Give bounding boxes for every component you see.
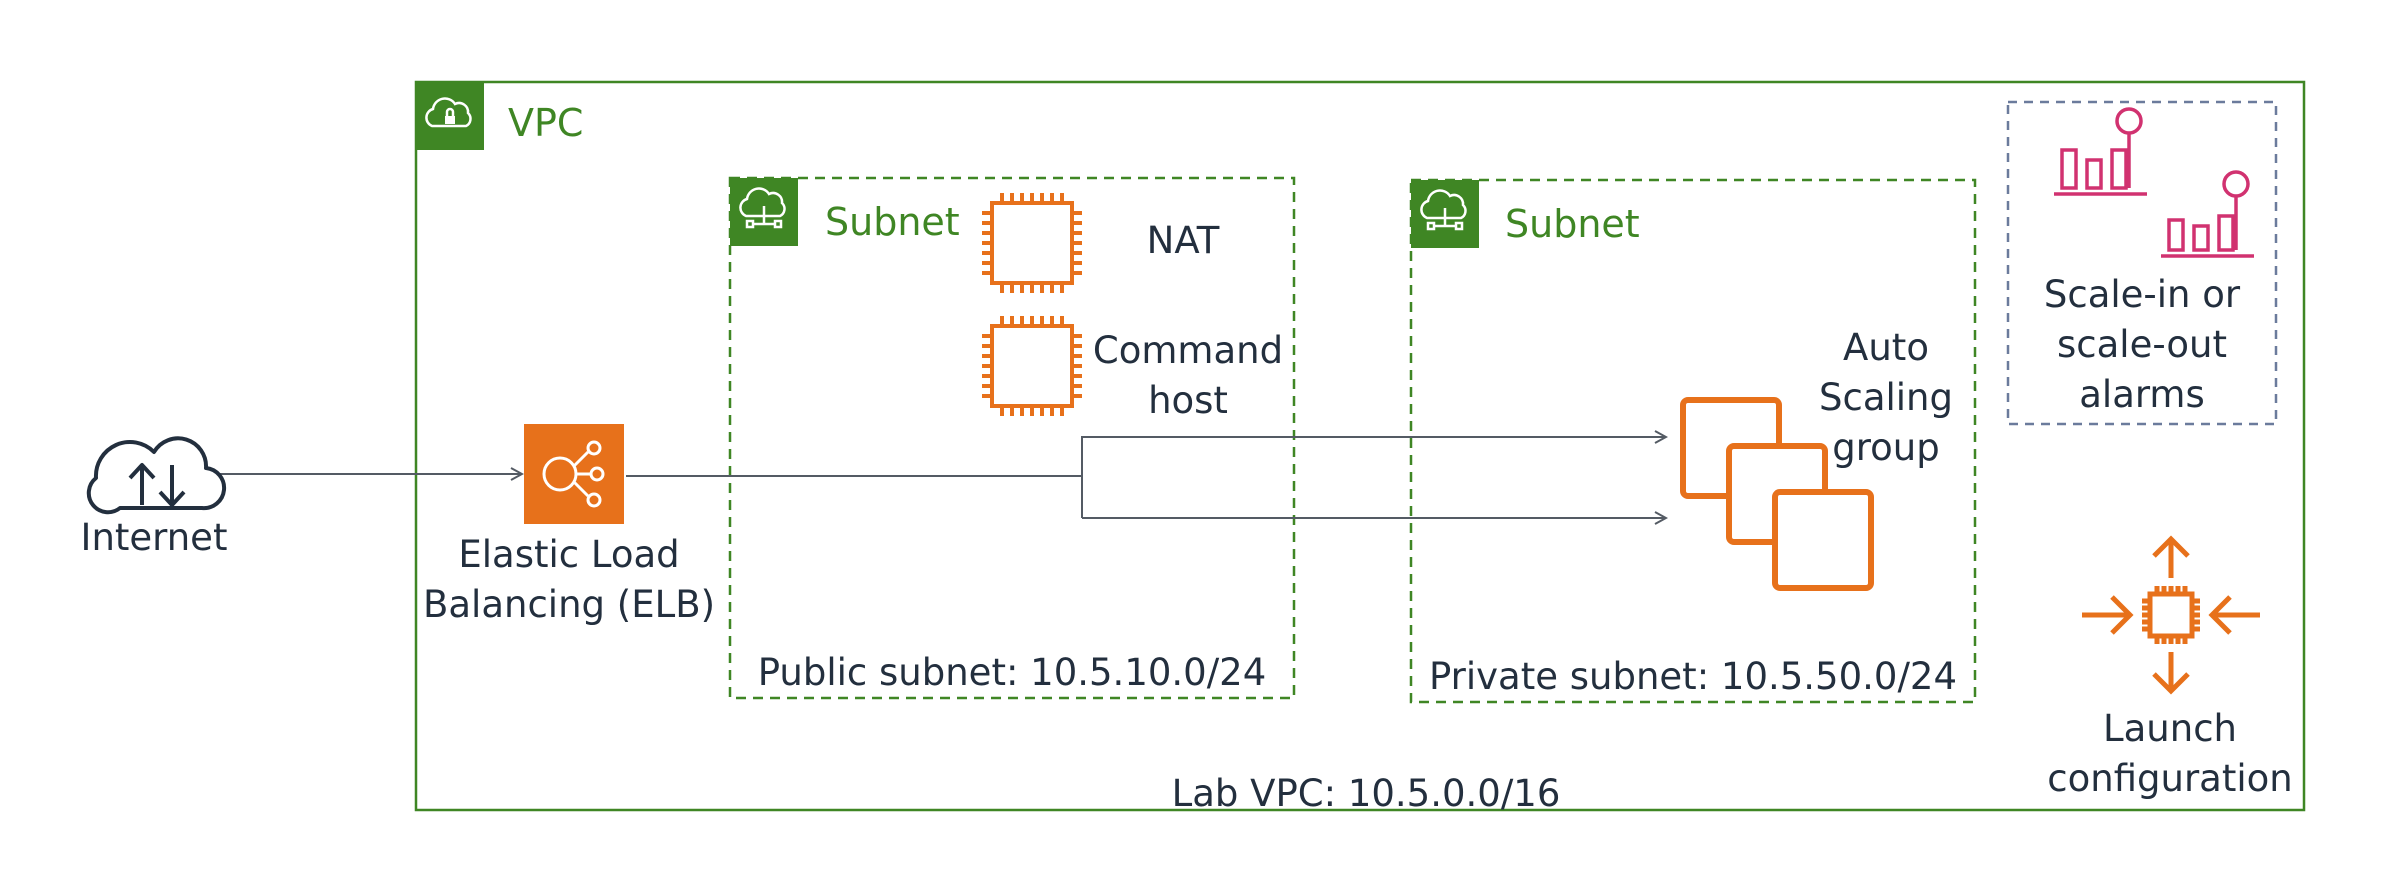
elb-glyph <box>542 440 605 508</box>
auto-scaling-group-icon <box>1680 397 1874 591</box>
vpc-footer-label: Lab VPC: 10.5.0.0/16 <box>1172 772 1561 815</box>
auto-scaling-label-line1: Auto <box>1843 326 1929 369</box>
nat-node: NAT <box>982 193 1220 293</box>
elastic-load-balancing-icon <box>524 424 624 524</box>
launch-config-node: Launch configuration <box>2047 535 2293 800</box>
launch-config-label-line1: Launch <box>2103 707 2237 750</box>
alarms-label-line1: Scale-in or <box>2044 273 2241 316</box>
public-subnet-group: Subnet Public subnet: 10.5.10.0/24 <box>728 176 1296 700</box>
launch-config-label-line2: configuration <box>2047 757 2292 800</box>
private-subnet-border <box>1409 178 1977 704</box>
alarms-label-line2: scale-out <box>2057 323 2227 366</box>
private-subnet-header-label: Subnet <box>1505 202 1640 246</box>
internet-node: Internet <box>81 436 228 559</box>
ec2-instance-chip-icon <box>982 316 1082 416</box>
command-host-label-line2: host <box>1148 379 1228 422</box>
vpc-group: VPC Lab VPC: 10.5.0.0/16 <box>414 80 2306 815</box>
nat-label: NAT <box>1147 219 1220 262</box>
vpc-cloud-lock-icon <box>425 97 472 128</box>
cloud-upload-download-icon <box>86 436 227 515</box>
subnet-icon <box>1420 189 1467 231</box>
vpc-border <box>414 80 2306 812</box>
alarms-node: Scale-in or scale-out alarms <box>2006 100 2278 426</box>
vpc-header-label: VPC <box>508 101 583 145</box>
elb-node: Elastic Load Balancing (ELB) <box>423 424 715 626</box>
ec2-instance-chip-icon <box>982 193 1082 293</box>
launch-configuration-icon <box>2082 535 2260 695</box>
auto-scaling-label-line3: group <box>1832 426 1939 469</box>
alarms-border <box>2006 100 2278 426</box>
auto-scaling-node: Auto Scaling group <box>1680 326 1953 591</box>
command-host-label-line1: Command <box>1093 329 1283 372</box>
elb-label-line1: Elastic Load <box>458 533 679 576</box>
auto-scaling-label-line2: Scaling <box>1819 376 1953 419</box>
public-subnet-footer-label: Public subnet: 10.5.10.0/24 <box>758 651 1267 694</box>
internet-label: Internet <box>81 516 228 559</box>
subnet-icon <box>739 187 786 229</box>
public-subnet-header-label: Subnet <box>825 200 960 244</box>
elb-label-line2: Balancing (ELB) <box>423 583 715 626</box>
private-subnet-footer-label: Private subnet: 10.5.50.0/24 <box>1429 655 1957 698</box>
connectors <box>220 436 1666 518</box>
command-host-node: Command host <box>982 316 1283 422</box>
private-subnet-group: Subnet Private subnet: 10.5.50.0/24 <box>1409 178 1977 704</box>
alarms-label-line3: alarms <box>2079 373 2205 416</box>
cloudwatch-alarm-icon <box>2054 107 2254 258</box>
